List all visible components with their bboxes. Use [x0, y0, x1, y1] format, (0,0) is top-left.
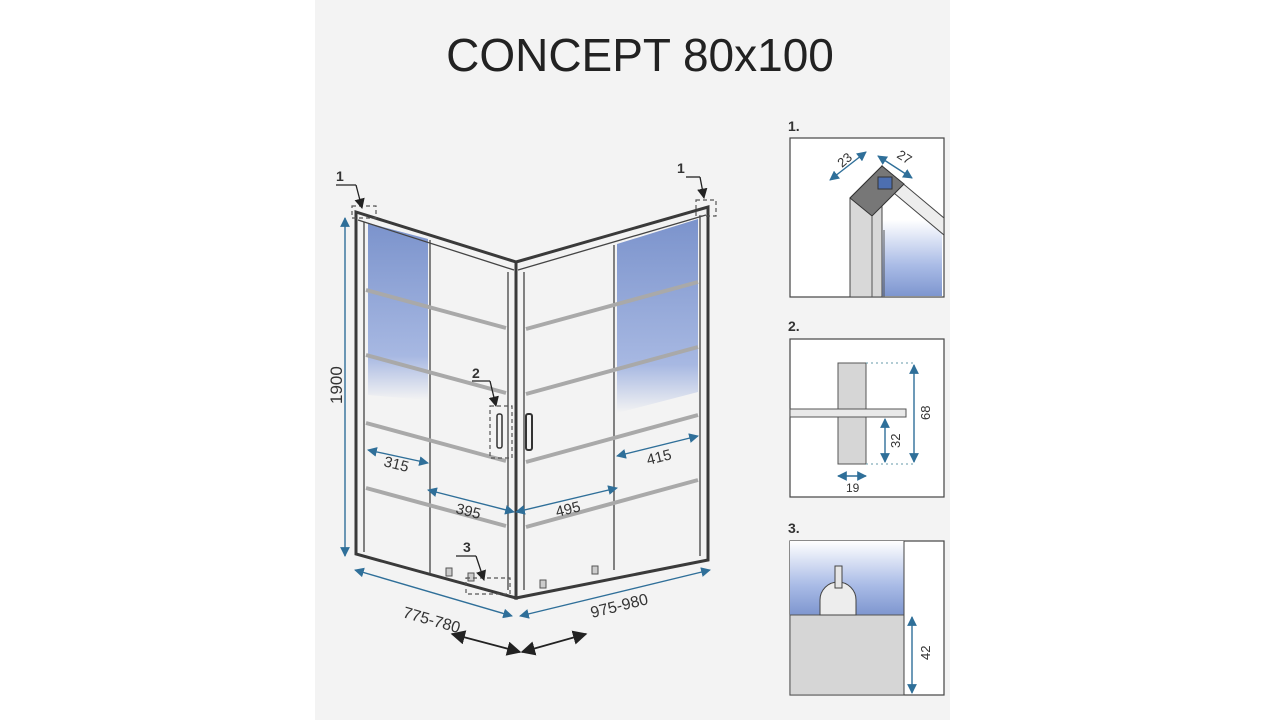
- dim-left-fixed: 315: [382, 453, 410, 476]
- dim-left-door: 395: [454, 500, 482, 523]
- left-fixed-glass: [368, 223, 428, 400]
- callout-3: 3: [463, 539, 471, 555]
- page-title: CONCEPT 80x100: [446, 29, 834, 81]
- detail-2-dim-32: 32: [888, 434, 903, 448]
- detail-3: 3. 42: [788, 520, 945, 696]
- callout-1-left: 1: [336, 168, 344, 184]
- right-fixed-glass: [617, 219, 698, 413]
- reversible-arrow-right: [520, 630, 588, 656]
- dim-width-right: 975-980: [589, 591, 650, 622]
- detail-1-dim-27: 27: [894, 147, 914, 167]
- dim-right-fixed: 415: [645, 446, 673, 469]
- detail-1-number: 1.: [788, 118, 800, 134]
- dim-width-left: 775-780: [401, 605, 462, 638]
- detail-3-dim-42: 42: [918, 646, 933, 660]
- dim-height: 1900: [327, 366, 346, 404]
- callout-2: 2: [472, 365, 480, 381]
- detail-2-number: 2.: [788, 318, 800, 334]
- dim-right-door: 495: [554, 498, 582, 521]
- callout-box-1-right: [695, 199, 717, 217]
- detail-3-number: 3.: [788, 520, 800, 536]
- detail-2: 2. 68 32 19: [788, 318, 945, 498]
- callout-box-1-left: [351, 205, 377, 219]
- glass-stripes: [365, 280, 699, 529]
- reversible-arrow-left: [450, 630, 522, 656]
- detail-2-dim-68: 68: [918, 406, 933, 420]
- callout-box-2: [489, 405, 513, 459]
- detail-2-dim-19: 19: [846, 481, 860, 495]
- callout-1-right: 1: [677, 160, 685, 176]
- enclosure-drawing: 1 1 2 3: [336, 160, 717, 600]
- handle-icon: [525, 413, 533, 451]
- detail-1: 1. 23 27: [788, 118, 945, 298]
